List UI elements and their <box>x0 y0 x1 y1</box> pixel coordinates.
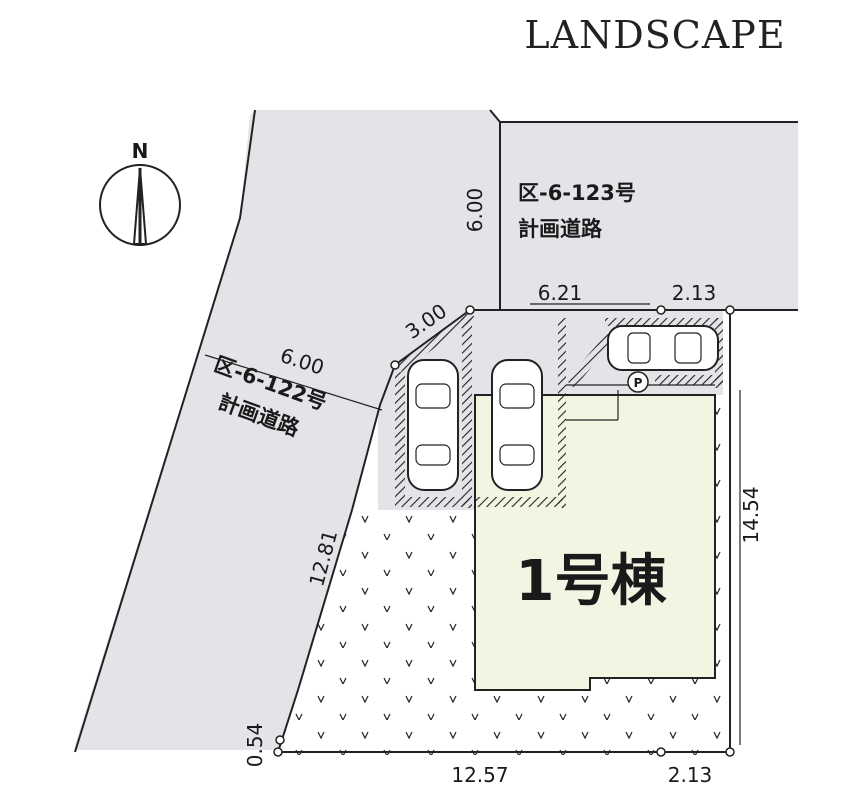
hatch-strip <box>475 497 563 507</box>
north-road-type: 計画道路 <box>518 217 603 241</box>
boundary-marker <box>656 305 666 315</box>
boundary-marker <box>725 747 735 757</box>
car-2-icon <box>491 359 543 491</box>
hatch-strip <box>558 318 566 508</box>
parking-sign-label: P <box>634 376 643 390</box>
south-left-offset-dimension: 0.54 <box>243 723 267 768</box>
south-main-dimension: 12.57 <box>451 763 508 787</box>
hatch-strip <box>462 318 472 508</box>
boundary-marker <box>465 305 475 315</box>
road-area <box>75 110 798 750</box>
north-road-name: 区-6-123号 <box>518 181 636 205</box>
boundary-marker <box>273 747 283 757</box>
boundary-marker <box>275 735 285 745</box>
boundary-marker <box>390 360 400 370</box>
car-3-icon <box>607 325 719 371</box>
parking-bays <box>395 310 723 508</box>
north-road-outer-edge <box>489 109 798 123</box>
boundary-markers <box>273 305 735 757</box>
boundary-marker <box>725 305 735 315</box>
planting-pattern <box>278 395 730 755</box>
north-label: N <box>132 139 149 163</box>
parking-sign-icon: P <box>627 371 649 393</box>
hatch-strip <box>395 310 475 372</box>
brand-logo-text: LANDSCAPE <box>524 13 785 57</box>
north-right-dimension: 2.13 <box>672 281 717 305</box>
north-road-width-dimension: 6.00 <box>463 188 487 233</box>
west-road-outer-edge <box>74 109 256 753</box>
west-road-width-dimension-line <box>204 354 383 411</box>
south-right-dimension: 2.13 <box>668 763 713 787</box>
north-compass-icon: N <box>99 139 181 246</box>
north-frontage-dimension: 6.21 <box>538 281 583 305</box>
boundary-marker <box>656 747 666 757</box>
building-label: 1号棟 <box>516 549 668 614</box>
hatch-strip <box>655 375 723 385</box>
east-side-dimension: 14.54 <box>739 486 763 543</box>
hatch-strip <box>566 330 618 388</box>
car-1-icon <box>407 359 459 491</box>
hatch-strip <box>405 497 470 507</box>
site-boundary <box>276 309 731 753</box>
hatch-strip <box>395 372 405 507</box>
hatch-strip <box>605 318 723 326</box>
